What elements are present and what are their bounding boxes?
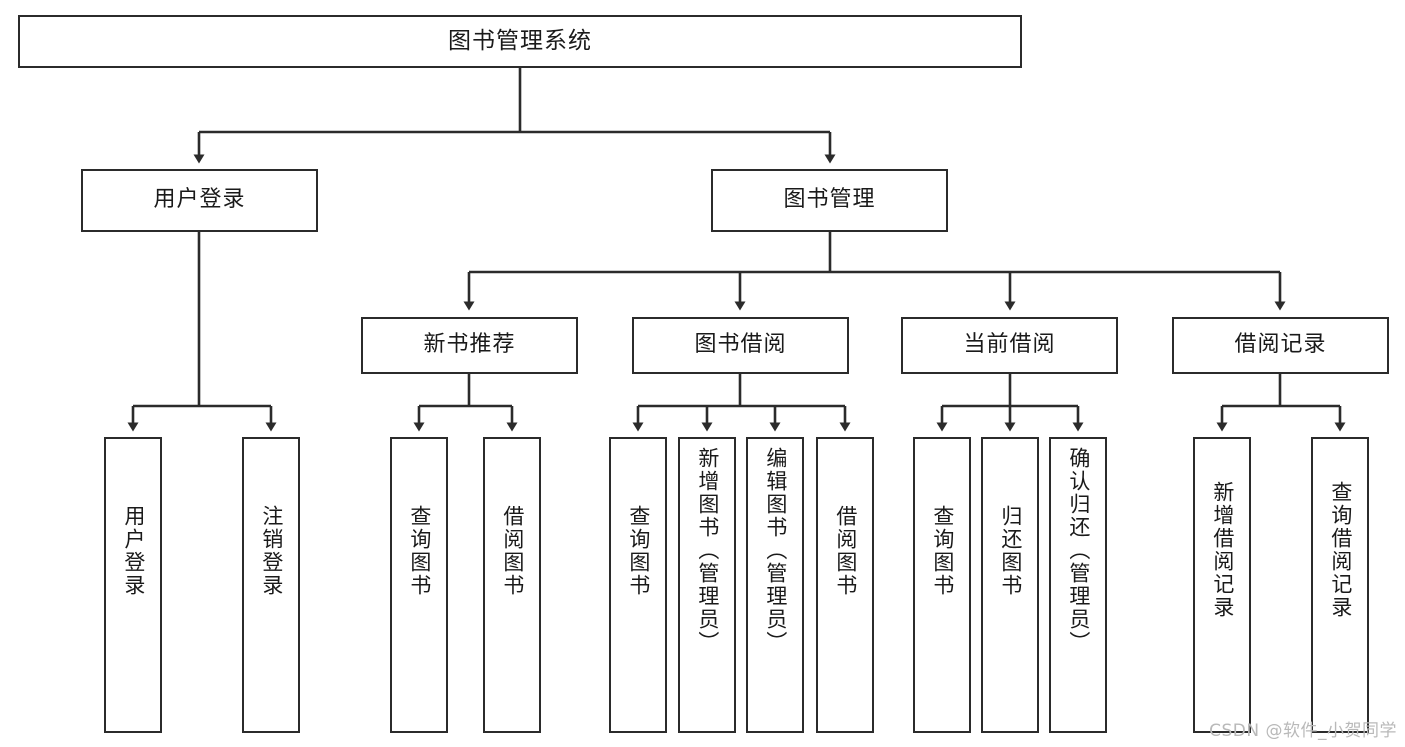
leaf-label: 新增图书（管理员）: [695, 447, 720, 654]
node-book-management[interactable]: 图书管理: [711, 169, 948, 232]
node-label: 借阅记录: [1234, 332, 1327, 358]
leaf-label: 查询借阅记录: [1328, 481, 1353, 619]
leaf-label: 注销登录: [259, 505, 284, 597]
node-label: 用户登录: [153, 187, 246, 213]
node-label: 图书管理系统: [448, 27, 592, 54]
watermark-text: CSDN @软件_小贺同学: [1209, 721, 1397, 741]
leaf-add-borrow-record[interactable]: 新增借阅记录: [1193, 437, 1251, 733]
node-book-borrow[interactable]: 图书借阅: [632, 317, 849, 374]
leaf-label: 查询图书: [407, 505, 432, 597]
leaf-borrow-book-new[interactable]: 借阅图书: [483, 437, 541, 733]
node-current-borrow[interactable]: 当前借阅: [901, 317, 1118, 374]
leaf-label: 新增借阅记录: [1210, 481, 1235, 619]
leaf-label: 编辑图书（管理员）: [763, 447, 788, 654]
leaf-edit-book-admin[interactable]: 编辑图书（管理员）: [746, 437, 804, 733]
leaf-label: 查询图书: [626, 505, 651, 597]
leaf-label: 确认归还（管理员）: [1066, 447, 1091, 654]
leaf-confirm-return-admin[interactable]: 确认归还（管理员）: [1049, 437, 1107, 733]
leaf-add-book-admin[interactable]: 新增图书（管理员）: [678, 437, 736, 733]
leaf-user-login[interactable]: 用户登录: [104, 437, 162, 733]
node-label: 图书借阅: [694, 332, 787, 358]
leaf-query-book-current[interactable]: 查询图书: [913, 437, 971, 733]
leaf-label: 借阅图书: [500, 505, 525, 597]
node-root-library-system[interactable]: 图书管理系统: [18, 15, 1022, 68]
leaf-label: 借阅图书: [833, 505, 858, 597]
node-label: 新书推荐: [423, 332, 516, 358]
leaf-query-borrow-record[interactable]: 查询借阅记录: [1311, 437, 1369, 733]
node-user-login[interactable]: 用户登录: [81, 169, 318, 232]
leaf-label: 用户登录: [121, 505, 146, 597]
leaf-return-book[interactable]: 归还图书: [981, 437, 1039, 733]
node-borrow-record[interactable]: 借阅记录: [1172, 317, 1389, 374]
node-new-book-recommend[interactable]: 新书推荐: [361, 317, 578, 374]
leaf-logout[interactable]: 注销登录: [242, 437, 300, 733]
node-label: 当前借阅: [963, 332, 1056, 358]
leaf-label: 查询图书: [930, 505, 955, 597]
leaf-label: 归还图书: [998, 505, 1023, 597]
leaf-query-book-borrow[interactable]: 查询图书: [609, 437, 667, 733]
leaf-query-book-new[interactable]: 查询图书: [390, 437, 448, 733]
node-label: 图书管理: [783, 187, 876, 213]
leaf-borrow-book[interactable]: 借阅图书: [816, 437, 874, 733]
